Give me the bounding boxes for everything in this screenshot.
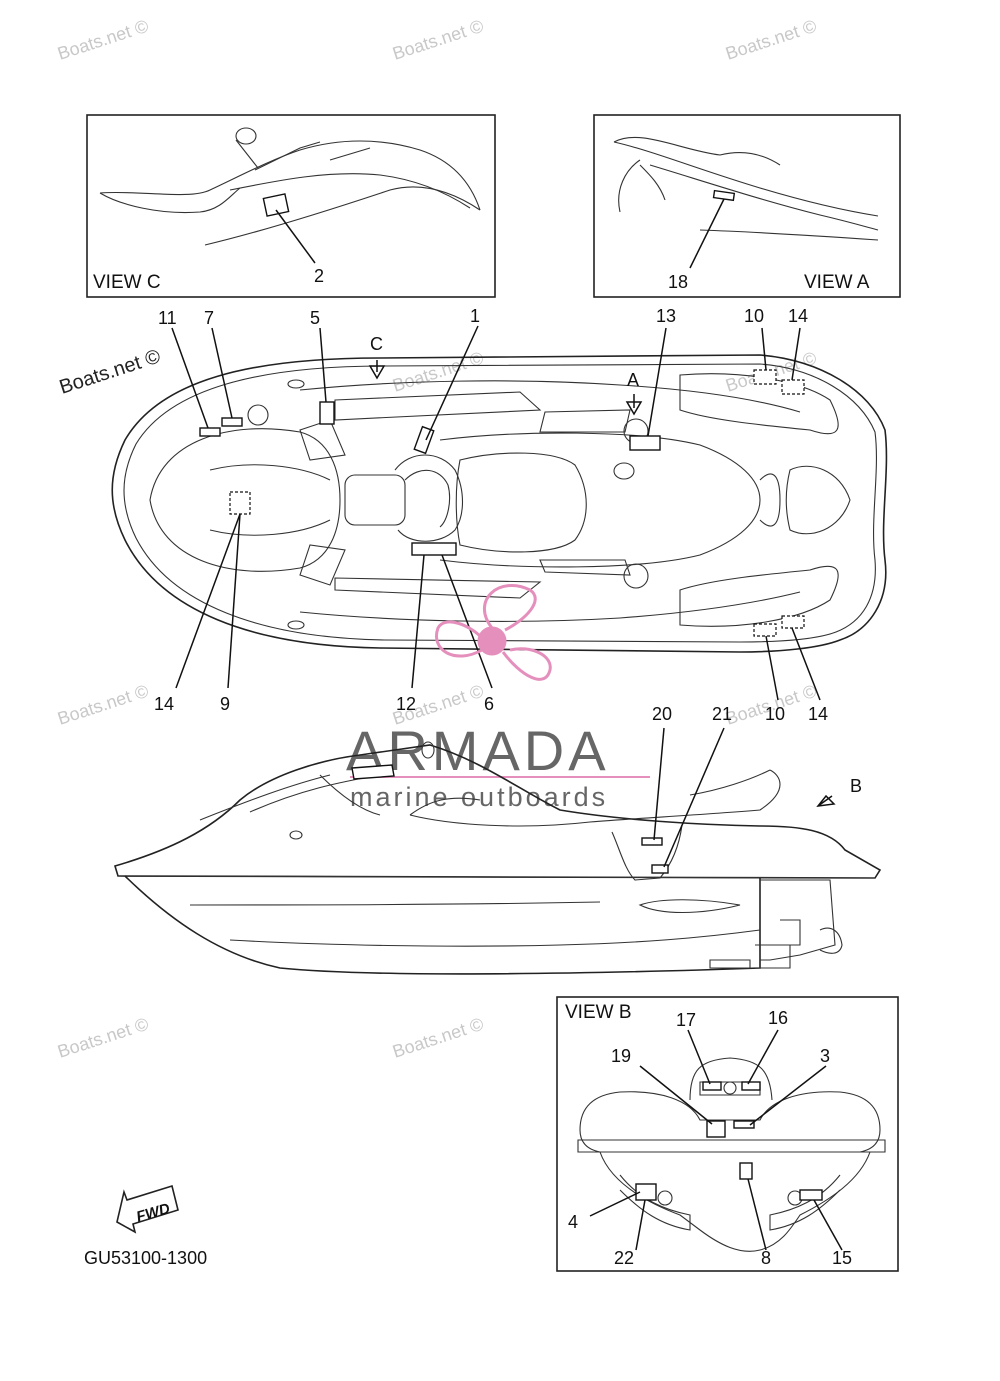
callout-18: 18 bbox=[668, 272, 688, 292]
callout-13: 13 bbox=[656, 306, 676, 326]
callout-3: 3 bbox=[820, 1046, 830, 1066]
callout-9: 9 bbox=[220, 694, 230, 714]
watermark: Boats.net © bbox=[55, 681, 151, 729]
callout-11: 11 bbox=[158, 308, 177, 328]
callout-14: 14 bbox=[808, 704, 828, 724]
watermark: Boats.net © bbox=[723, 16, 819, 64]
part-code: GU53100-1300 bbox=[84, 1248, 207, 1268]
view-b-label: VIEW B bbox=[565, 1002, 632, 1023]
callout-16: 16 bbox=[768, 1008, 788, 1028]
callout-6: 6 bbox=[484, 694, 494, 714]
view-a-label: VIEW A bbox=[804, 272, 870, 293]
fwd-label: FWD bbox=[134, 1200, 172, 1226]
brand-tagline: marine outboards bbox=[350, 782, 608, 812]
callout-19: 19 bbox=[611, 1046, 631, 1066]
view-a-panel: 18 VIEW A bbox=[593, 114, 901, 298]
callout-10: 10 bbox=[765, 704, 785, 724]
callout-5: 5 bbox=[310, 308, 320, 328]
fwd-indicator: FWD bbox=[116, 1184, 179, 1234]
callout-2: 2 bbox=[314, 266, 324, 286]
callout-12: 12 bbox=[396, 694, 416, 714]
view-b-arrow bbox=[816, 794, 836, 807]
callout-20: 20 bbox=[652, 704, 672, 724]
view-a-arrow bbox=[625, 394, 643, 416]
view-c-label: VIEW C bbox=[93, 272, 161, 293]
marker-b: B bbox=[850, 776, 862, 796]
view-c-arrow bbox=[368, 360, 386, 380]
watermark: Boats.net © bbox=[390, 1014, 486, 1062]
callout-14: 14 bbox=[154, 694, 174, 714]
fwd-arrow-icon bbox=[116, 1184, 179, 1234]
view-c-panel: 2 VIEW C bbox=[86, 114, 496, 298]
watermark: Boats.net © bbox=[390, 348, 486, 396]
callout-10: 10 bbox=[744, 306, 764, 326]
callout-22: 22 bbox=[614, 1248, 634, 1268]
watermark: Boats.net © bbox=[55, 1014, 151, 1062]
watermark: Boats.net © bbox=[390, 16, 486, 64]
side-view-hull: 20 21 B bbox=[114, 704, 882, 975]
view-b-panel: VIEW B 17 16 19 3 4 22 8 15 bbox=[556, 996, 899, 1272]
callout-1: 1 bbox=[470, 306, 480, 326]
callout-7: 7 bbox=[204, 308, 214, 328]
watermark-dark: Boats.net © bbox=[57, 345, 164, 398]
callout-17: 17 bbox=[676, 1010, 696, 1030]
callout-4: 4 bbox=[568, 1212, 578, 1232]
propeller-icon bbox=[435, 584, 552, 681]
watermark: Boats.net © bbox=[55, 16, 151, 64]
callout-14: 14 bbox=[788, 306, 808, 326]
brand-logo: ARMADA marine outboards bbox=[346, 584, 650, 812]
callout-21: 21 bbox=[712, 704, 732, 724]
marker-c: C bbox=[370, 334, 383, 354]
callout-15: 15 bbox=[832, 1248, 852, 1268]
top-view-hull: C A 11 7 5 1 13 10 14 14 9 12 6 10 14 bbox=[111, 306, 888, 724]
marker-a: A bbox=[627, 370, 639, 390]
callout-8: 8 bbox=[761, 1248, 771, 1268]
